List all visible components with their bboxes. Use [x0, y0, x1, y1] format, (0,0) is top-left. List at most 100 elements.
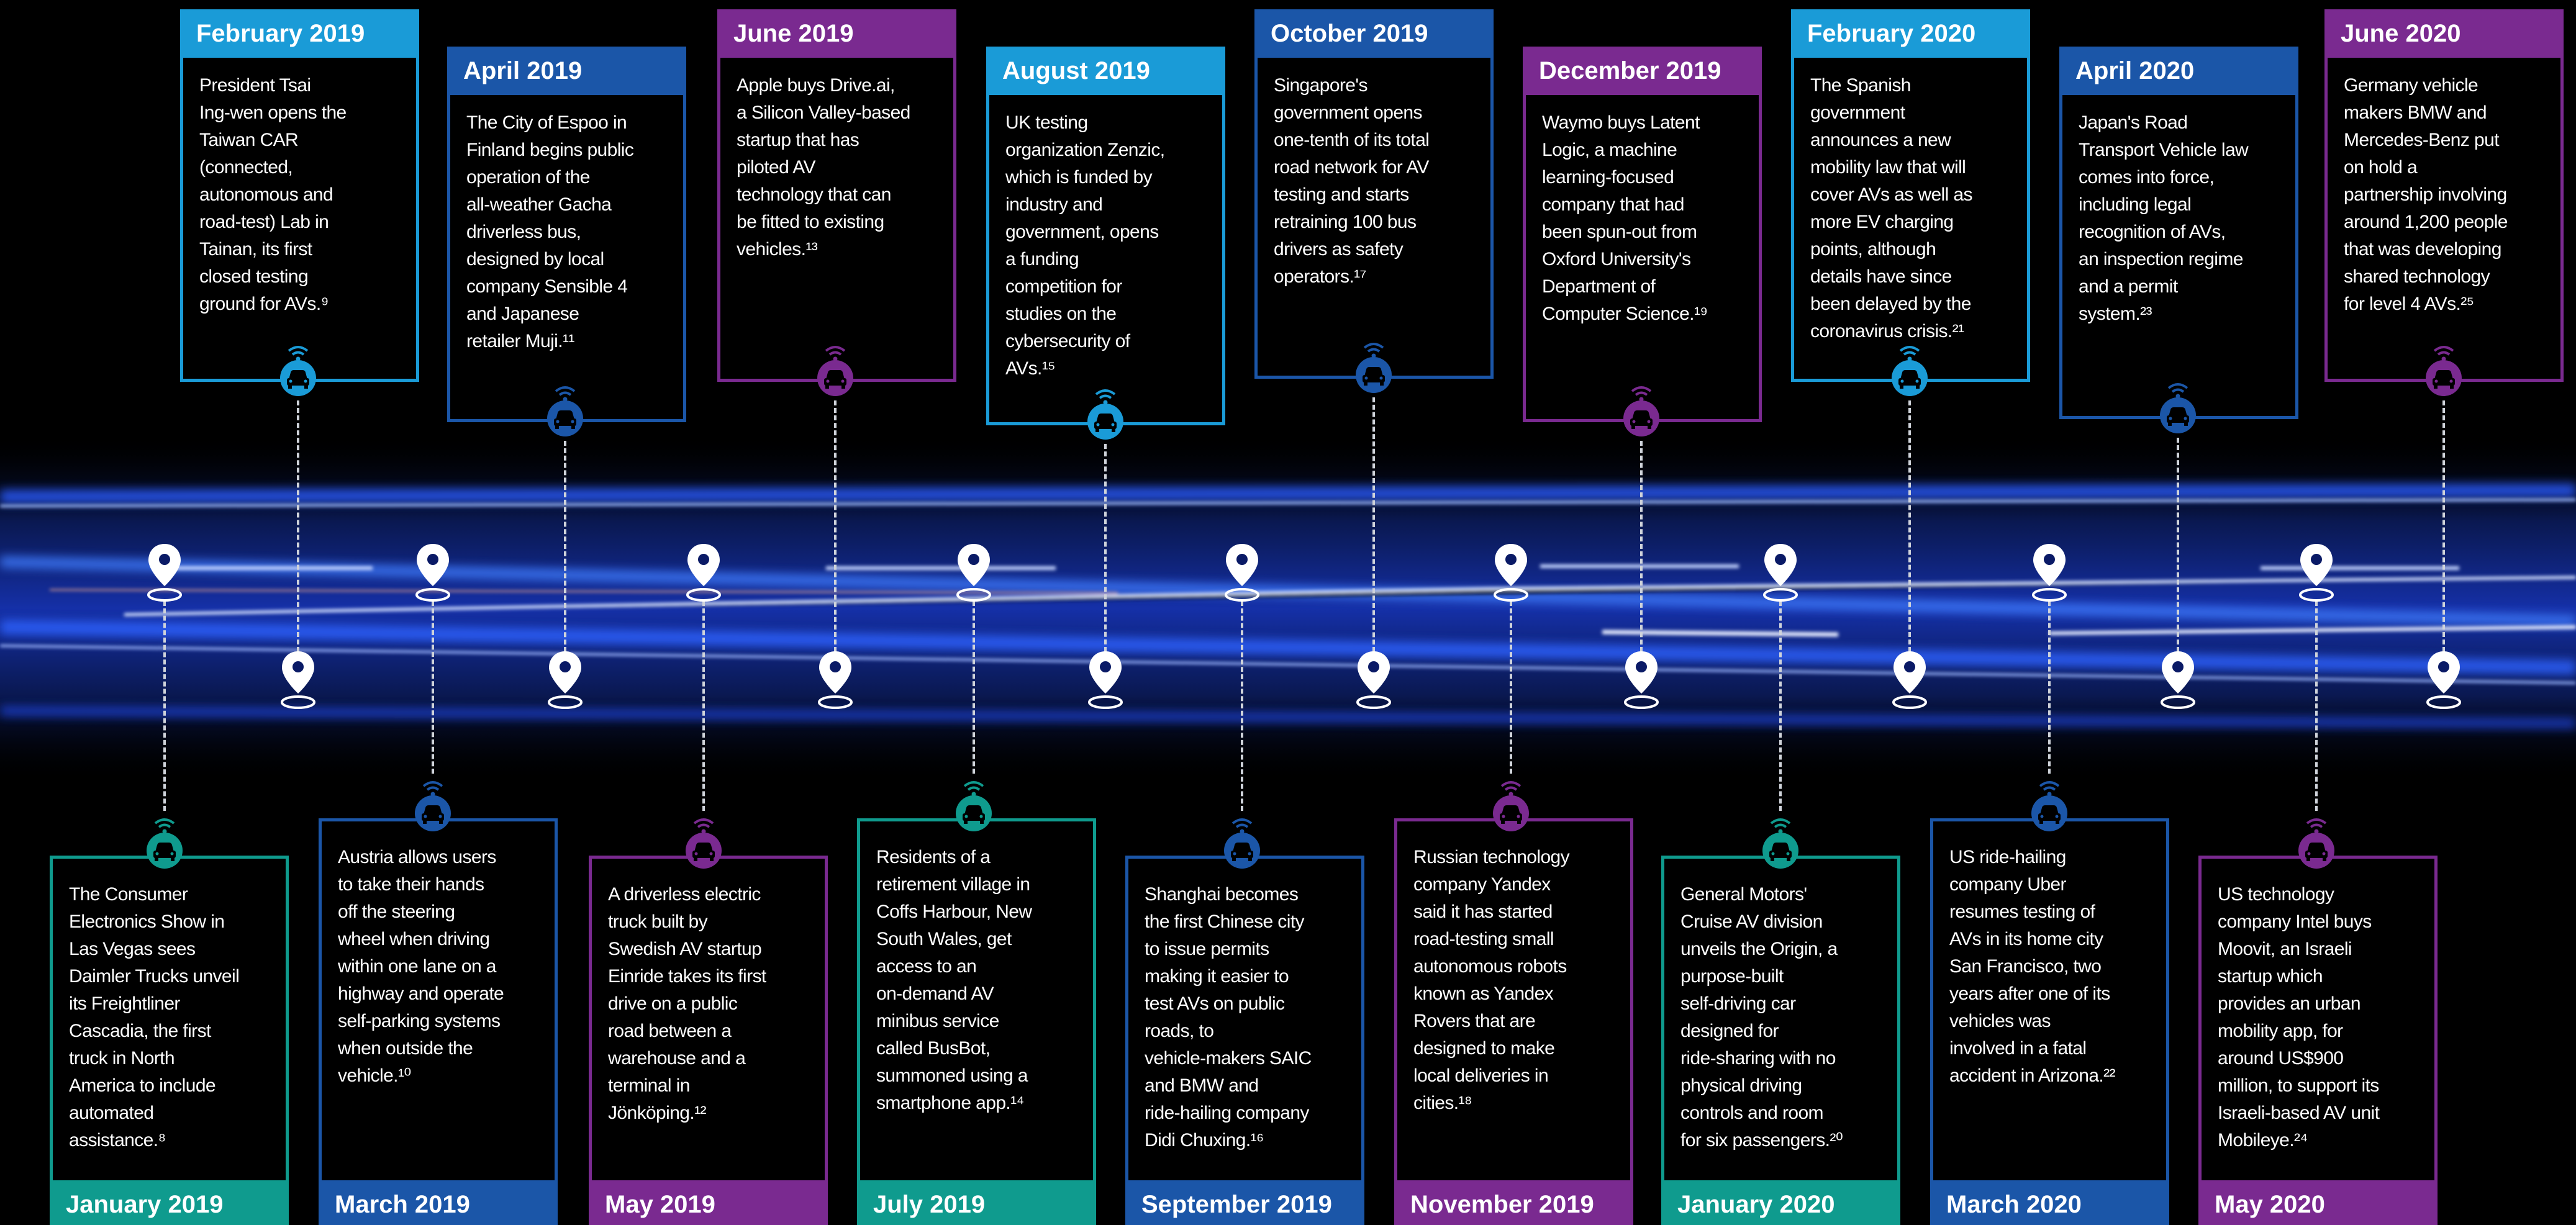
timeline-connector [564, 441, 566, 652]
connected-car-icon [686, 818, 722, 869]
location-pin-icon [1624, 651, 1659, 709]
event-date: October 2019 [1254, 9, 1494, 58]
event-description: Apple buys Drive.ai, a Silicon Valley-ba… [737, 75, 910, 260]
connected-car-icon [547, 386, 583, 436]
timeline-connector [432, 601, 434, 774]
event-date: November 2019 [1394, 1180, 1633, 1225]
timeline-connector [1640, 441, 1643, 652]
timeline-connector [1241, 601, 1243, 811]
event-description: General Motors' Cruise AV division unvei… [1680, 884, 1843, 1150]
event-date: April 2020 [2059, 47, 2298, 95]
event-description: US technology company Intel buys Moovit,… [2218, 884, 2380, 1150]
event-date: March 2020 [1930, 1180, 2169, 1225]
event-card-january-2019: January 2019 The Consumer Electronics Sho… [50, 856, 289, 1225]
connected-car-icon [956, 781, 992, 831]
location-pin-icon [2299, 544, 2334, 602]
event-description: The Spanish government announces a new m… [1810, 75, 1972, 341]
event-description: UK testing organization Zenzic, which is… [1005, 112, 1165, 379]
location-pin-icon [2161, 651, 2195, 709]
event-card-may-2019: May 2019 A driverless electric truck buil… [589, 856, 828, 1225]
event-description: Russian technology company Yandex said i… [1413, 847, 1570, 1113]
event-date: August 2019 [986, 47, 1225, 95]
location-pin-icon [1494, 544, 1528, 602]
event-description: The Consumer Electronics Show in Las Veg… [69, 884, 240, 1150]
event-date: May 2019 [589, 1180, 828, 1225]
connected-car-icon [2426, 346, 2462, 396]
event-date: June 2019 [717, 9, 956, 58]
event-description: Waymo buys Latent Logic, a machine learn… [1542, 112, 1708, 324]
location-pin-icon [281, 651, 315, 709]
location-pin-icon [1088, 651, 1123, 709]
connected-car-icon [2031, 781, 2067, 831]
event-date: January 2020 [1661, 1180, 1900, 1225]
location-pin-icon [1356, 651, 1391, 709]
event-date: March 2019 [319, 1180, 558, 1225]
event-description: Shanghai becomes the first Chinese city … [1145, 884, 1312, 1150]
event-description: Singapore's government opens one-tenth o… [1274, 75, 1430, 287]
event-description: The City of Espoo in Finland begins publ… [466, 112, 634, 351]
timeline-connector [973, 601, 975, 774]
connected-car-icon [1224, 818, 1260, 869]
connected-car-icon [1623, 386, 1659, 436]
location-pin-icon [956, 544, 991, 602]
location-pin-icon [1763, 544, 1798, 602]
connected-car-icon [1762, 818, 1798, 869]
connected-car-icon [817, 346, 853, 396]
event-description: Residents of a retirement village in Cof… [876, 847, 1032, 1113]
location-pin-icon [147, 544, 182, 602]
event-date: January 2019 [50, 1180, 289, 1225]
event-card-september-2019: September 2019 Shanghai becomes the first… [1125, 856, 1364, 1225]
event-description: US ride-hailing company Uber resumes tes… [1949, 847, 2116, 1086]
event-date: February 2019 [180, 9, 419, 58]
event-date: June 2020 [2324, 9, 2564, 58]
event-description: Austria allows users to take their hands… [338, 847, 504, 1086]
location-pin-icon [2426, 651, 2461, 709]
event-card-march-2020: March 2020 US ride-hailing company Uber r… [1930, 818, 2169, 1225]
connected-car-icon [415, 781, 451, 831]
connected-car-icon [1087, 389, 1123, 440]
location-pin-icon [818, 651, 853, 709]
timeline-connector [2442, 400, 2445, 652]
connected-car-icon [2298, 818, 2334, 869]
timeline-connector [163, 601, 166, 811]
location-pin-icon [548, 651, 583, 709]
location-pin-icon [1225, 544, 1259, 602]
event-date: December 2019 [1523, 47, 1762, 95]
timeline-connector [1908, 400, 1911, 652]
timeline-connector [1779, 601, 1782, 811]
event-date: September 2019 [1125, 1180, 1364, 1225]
event-card-january-2020: January 2020 General Motors' Cruise AV di… [1661, 856, 1900, 1225]
event-description: A driverless electric truck built by Swe… [608, 884, 766, 1123]
event-date: February 2020 [1791, 9, 2030, 58]
event-description: Germany vehicle makers BMW and Mercedes-… [2344, 75, 2508, 314]
event-card-november-2019: November 2019 Russian technology company … [1394, 818, 1633, 1225]
event-card-may-2020: May 2020 US technology company Intel buys… [2198, 856, 2438, 1225]
timeline-connector [1510, 601, 1512, 774]
location-pin-icon [1892, 651, 1927, 709]
timeline-connector [297, 400, 299, 652]
connected-car-icon [280, 346, 316, 396]
connected-car-icon [147, 818, 183, 869]
timeline-connector [2177, 438, 2179, 652]
event-date: May 2020 [2198, 1180, 2438, 1225]
timeline-connector [1104, 444, 1107, 652]
timeline-connector [834, 400, 837, 652]
event-card-august-2019: August 2019 UK testing organization Zenzi… [986, 47, 1225, 425]
timeline-connector [2048, 601, 2051, 774]
event-date: April 2019 [447, 47, 686, 95]
connected-car-icon [1892, 346, 1928, 396]
timeline-connector [1372, 397, 1375, 652]
connected-car-icon [2160, 383, 2196, 433]
connected-car-icon [1493, 781, 1529, 831]
location-pin-icon [2032, 544, 2067, 602]
